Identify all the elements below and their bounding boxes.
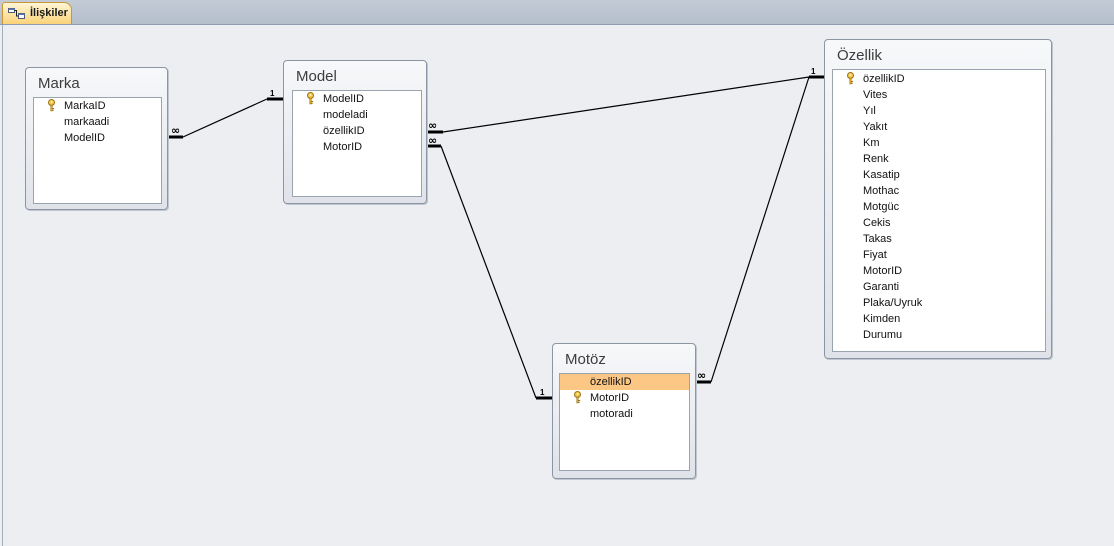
table-model[interactable]: Model ModelID modeladi özellikID MotorID [283, 60, 427, 204]
field-row-primary-key[interactable]: MotorID [560, 390, 689, 406]
field-name: Km [863, 137, 880, 149]
field-row[interactable]: MotorID [293, 139, 421, 155]
field-name: Motgüc [863, 201, 900, 213]
field-name: özellikID [863, 73, 905, 85]
field-name: Takas [863, 233, 892, 245]
field-row-primary-key[interactable]: özellikID [833, 71, 1045, 87]
field-name: Garanti [863, 281, 900, 293]
field-row[interactable]: Plaka/Uyruk [833, 295, 1045, 311]
relationship-many-label: ∞ [171, 124, 180, 137]
field-row[interactable]: Kimden [833, 311, 1045, 327]
field-row[interactable]: Renk [833, 151, 1045, 167]
field-name: MotorID [863, 265, 903, 277]
field-row[interactable]: Mothac [833, 183, 1045, 199]
field-name: MotorID [590, 392, 630, 404]
relationship-one-label: 1 [540, 388, 545, 397]
field-name: özellikID [590, 376, 632, 388]
tab-label: İlişkiler [30, 7, 68, 19]
field-row[interactable]: özellikID [293, 123, 421, 139]
field-row[interactable]: modeladi [293, 107, 421, 123]
field-name: motoradi [590, 408, 633, 420]
field-name: MarkaID [64, 100, 106, 112]
table-title: Marka [38, 75, 80, 92]
field-name: Fiyat [863, 249, 887, 261]
document-tab-bar: İlişkiler [0, 0, 1114, 25]
field-row[interactable]: Motgüc [833, 199, 1045, 215]
field-row[interactable]: Cekis [833, 215, 1045, 231]
field-name: Kimden [863, 313, 901, 325]
field-list[interactable]: ModelID modeladi özellikID MotorID [292, 90, 422, 197]
table-title: Motöz [565, 351, 606, 368]
field-name: özellikID [323, 125, 365, 137]
field-row[interactable]: MotorID [833, 263, 1045, 279]
field-name: Yıl [863, 105, 876, 117]
field-row[interactable]: Garanti [833, 279, 1045, 295]
field-row[interactable]: Kasatip [833, 167, 1045, 183]
relationship-model-ozellik[interactable]: ∞ 1 [427, 67, 824, 134]
field-name: MotorID [323, 141, 363, 153]
primary-key-icon [48, 99, 55, 112]
field-row[interactable]: ModelID [34, 130, 161, 146]
field-row[interactable]: Yıl [833, 103, 1045, 119]
field-row[interactable]: markaadi [34, 114, 161, 130]
relationships-icon [8, 8, 25, 19]
field-row[interactable]: Fiyat [833, 247, 1045, 263]
primary-key-icon [847, 72, 854, 85]
relationship-many-label: ∞ [428, 134, 437, 147]
field-name: modeladi [323, 109, 368, 121]
relationship-one-label: 1 [811, 67, 816, 76]
relationship-motoz-ozellik[interactable]: ∞ [695, 76, 810, 384]
relationship-one-label: 1 [270, 89, 275, 98]
field-name: Cekis [863, 217, 891, 229]
field-row[interactable]: Durumu [833, 327, 1045, 343]
field-name: Mothac [863, 185, 900, 197]
relationship-lines: ∞ 1 ∞ 1 ∞ 1 ∞ [168, 67, 824, 400]
table-title: Özellik [837, 47, 883, 64]
field-name: Vites [863, 89, 888, 101]
field-row-primary-key[interactable]: ModelID [293, 91, 421, 107]
field-name: ModelID [64, 132, 105, 144]
relationship-model-motoz[interactable]: ∞ 1 [427, 134, 552, 400]
field-row[interactable]: motoradi [560, 406, 689, 422]
relationship-marka-model[interactable]: ∞ 1 [168, 89, 283, 139]
field-row[interactable]: Takas [833, 231, 1045, 247]
field-row[interactable]: Km [833, 135, 1045, 151]
field-list[interactable]: özellikID MotorID motoradi [559, 373, 690, 471]
primary-key-icon [574, 391, 581, 404]
field-name: Plaka/Uyruk [863, 297, 923, 309]
field-name: Durumu [863, 329, 903, 341]
primary-key-icon [307, 92, 314, 105]
field-name: Yakıt [863, 121, 888, 133]
field-name: Renk [863, 153, 889, 165]
relationship-many-label: ∞ [428, 119, 437, 132]
field-name: markaadi [64, 116, 110, 128]
field-row[interactable]: Yakıt [833, 119, 1045, 135]
field-row[interactable]: özellikID [560, 374, 689, 390]
field-name: ModelID [323, 93, 364, 105]
relationships-canvas[interactable]: ∞ 1 ∞ 1 ∞ 1 ∞ Marka MarkaID markaadi Model [2, 25, 1113, 546]
table-motoz[interactable]: Motöz özellikID MotorID motoradi [552, 343, 696, 479]
tab-relationships[interactable]: İlişkiler [2, 2, 72, 24]
table-title: Model [296, 68, 337, 85]
relationship-many-label: ∞ [697, 369, 706, 382]
field-row-primary-key[interactable]: MarkaID [34, 98, 161, 114]
field-name: Kasatip [863, 169, 900, 181]
field-row[interactable]: Vites [833, 87, 1045, 103]
